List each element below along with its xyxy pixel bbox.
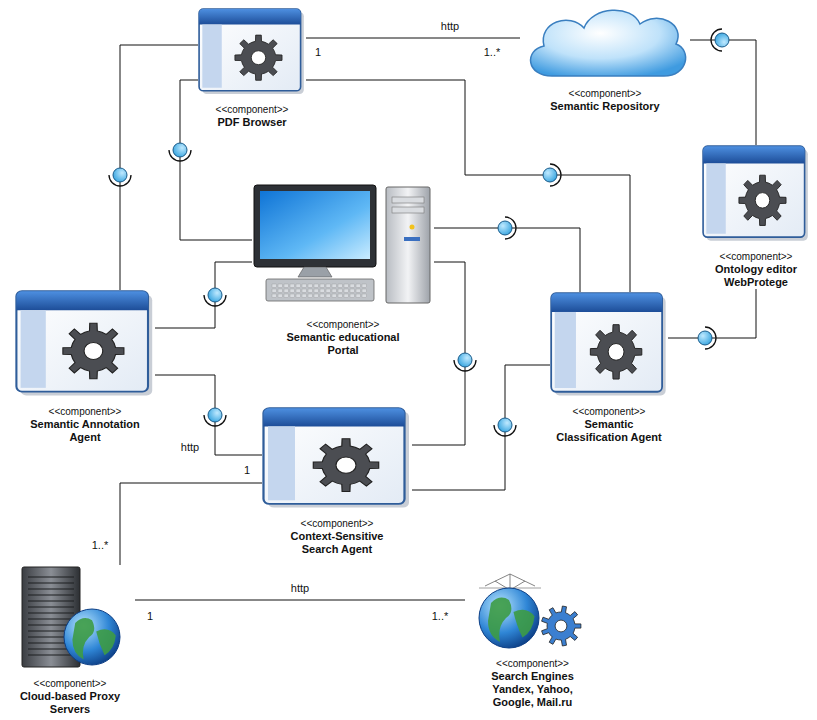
component-node: <<component>>Semantic educational Portal: [252, 183, 434, 357]
component-node: <<component>>Context-Sensitive Search Ag…: [262, 407, 412, 556]
ball-socket-symbol: [169, 143, 191, 161]
stereotype-label: <<component>>: [550, 406, 668, 418]
ball-socket-symbol: [204, 288, 226, 306]
multiplicity-label: 1: [145, 610, 155, 622]
component-name: Semantic Classification Agent: [550, 418, 668, 444]
component-name: Cloud-based Proxy Servers: [5, 690, 135, 716]
edge-label: http: [289, 582, 311, 594]
ball-socket-symbol: [711, 29, 729, 51]
component-node: <<component>>Semantic Classification Age…: [550, 292, 668, 444]
connector: [690, 40, 756, 145]
connector: [412, 365, 550, 490]
ball-socket-symbol: [698, 327, 716, 349]
connector: [155, 375, 262, 455]
ball-socket-symbol: [498, 217, 516, 239]
connector: [155, 262, 252, 328]
connector: [120, 45, 198, 290]
connector: [434, 228, 580, 292]
stereotype-label: <<component>>: [478, 658, 588, 670]
component-name: Context-Sensitive Search Agent: [277, 530, 397, 556]
component-node: <<component>>Cloud-based Proxy Servers: [5, 565, 135, 716]
connector: [306, 38, 520, 39]
stereotype-label: <<component>>: [530, 88, 680, 100]
component-name: Search Engines Yandex, Yahoo, Google, Ma…: [478, 670, 588, 709]
component-icon: [465, 572, 600, 650]
component-icon: [5, 565, 135, 670]
component-name: Semantic Repository: [530, 100, 680, 113]
component-icon: [550, 292, 668, 398]
multiplicity-label: 1..*: [90, 539, 111, 551]
multiplicity-label: 1..*: [482, 46, 503, 58]
edge-label: http: [439, 20, 461, 32]
component-icon: [520, 2, 690, 80]
component-icon: [252, 183, 434, 311]
component-icon: [702, 145, 810, 243]
component-node: <<component>>Ontology editor WebProtege: [702, 145, 810, 289]
component-node: <<component>>Semantic Repository: [520, 2, 690, 113]
component-name: PDF Browser: [198, 116, 306, 129]
multiplicity-label: 1: [313, 46, 323, 58]
component-name: Semantic Annotation Agent: [18, 418, 153, 444]
ball-socket-symbol: [109, 168, 131, 186]
edge-label: http: [179, 441, 201, 453]
component-name: Ontology editor WebProtege: [702, 263, 810, 289]
stereotype-label: <<component>>: [198, 104, 306, 116]
stereotype-label: <<component>>: [702, 251, 810, 263]
component-node: <<component>>PDF Browser: [198, 8, 306, 129]
ball-socket-symbol: [454, 353, 476, 371]
component-icon: [198, 8, 306, 96]
stereotype-label: <<component>>: [276, 319, 411, 331]
component-node: <<component>>Search Engines Yandex, Yaho…: [465, 572, 600, 709]
stereotype-label: <<component>>: [277, 518, 397, 530]
ball-socket-symbol: [204, 408, 226, 426]
ball-socket-symbol: [543, 164, 561, 186]
multiplicity-label: 1: [242, 464, 252, 476]
stereotype-label: <<component>>: [5, 678, 135, 690]
connector: [120, 483, 262, 565]
connector: [668, 289, 756, 338]
connector: [135, 600, 465, 601]
stereotype-label: <<component>>: [18, 406, 153, 418]
component-icon: [15, 290, 155, 398]
ball-socket-symbol: [494, 418, 516, 436]
multiplicity-label: 1..*: [430, 610, 451, 622]
component-name: Semantic educational Portal: [276, 331, 411, 357]
component-node: <<component>>Semantic Annotation Agent: [15, 290, 155, 444]
component-icon: [262, 407, 412, 510]
